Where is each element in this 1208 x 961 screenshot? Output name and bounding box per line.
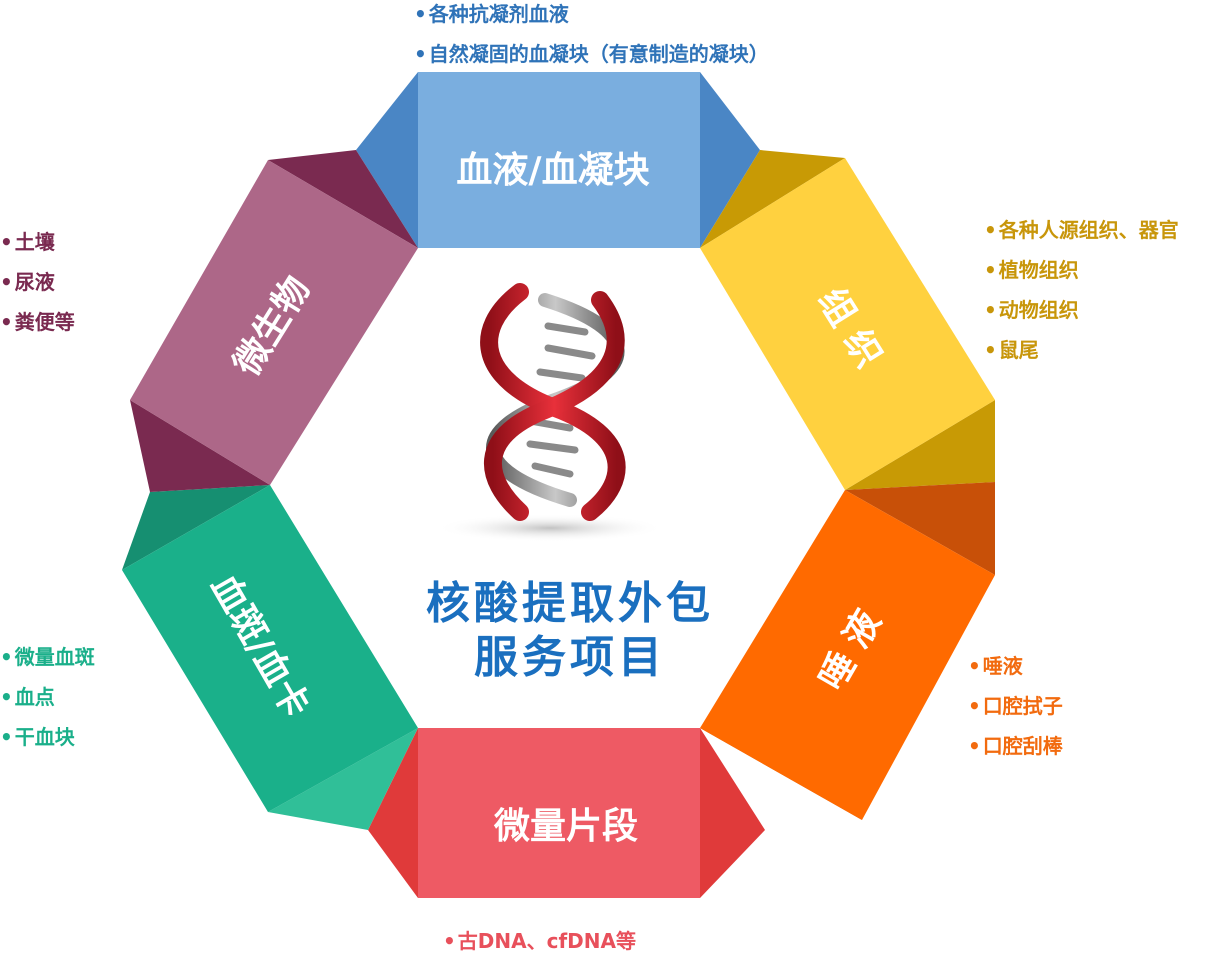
- panel-tissue-face: [700, 158, 995, 490]
- panel-tissue[interactable]: 组 织: [700, 150, 995, 490]
- bullet-item-blood: 自然凝固的血凝块（有意制造的凝块）: [414, 34, 769, 74]
- panel-spot[interactable]: 血斑/血卡: [122, 485, 418, 830]
- dna-red-strand-b: [483, 291, 625, 521]
- panel-saliva-face: [700, 490, 995, 820]
- panel-fragment-label: 微量片段: [493, 806, 638, 847]
- panel-microbe-top-fold: [268, 150, 418, 248]
- panel-microbe-bottom-fold: [130, 400, 270, 492]
- panel-blood[interactable]: 血液/血凝块: [356, 72, 760, 248]
- panel-saliva[interactable]: 唾 液: [700, 482, 995, 820]
- panel-spot-face: [122, 485, 418, 812]
- bullet-list-fragment: 古DNA、cfDNA等: [443, 921, 636, 961]
- bullet-item-fragment: 古DNA、cfDNA等: [443, 921, 636, 961]
- panel-blood-label: 血液/血凝块: [456, 150, 649, 191]
- center-title-line1: 核酸提取外包: [426, 578, 714, 629]
- panel-microbe[interactable]: 微生物: [130, 150, 418, 492]
- bullet-item-microbe: 土壤: [0, 222, 75, 262]
- panel-spot-bottom-fold: [268, 728, 418, 830]
- panel-tissue-top-fold: [700, 150, 845, 248]
- bullet-item-tissue: 鼠尾: [984, 330, 1179, 370]
- bullet-list-blood: 各种抗凝剂血液自然凝固的血凝块（有意制造的凝块）: [414, 0, 769, 74]
- bullet-item-tissue: 动物组织: [984, 290, 1179, 330]
- bullet-item-tissue: 各种人源组织、器官: [984, 210, 1179, 250]
- panel-fragment-right-fold: [700, 728, 765, 898]
- dna-shadow: [435, 514, 665, 542]
- bullet-item-spot: 微量血斑: [0, 637, 95, 677]
- bullet-item-tissue: 植物组织: [984, 250, 1179, 290]
- center-title-line2: 服务项目: [474, 632, 666, 683]
- dna-double-helix-icon: [435, 283, 665, 542]
- bullet-item-microbe: 粪便等: [0, 302, 75, 342]
- bullet-item-blood: 各种抗凝剂血液: [414, 0, 769, 34]
- panel-microbe-face: [130, 160, 418, 485]
- panel-blood-right-fold: [700, 72, 760, 248]
- bullet-list-saliva: 唾液口腔拭子口腔刮棒: [968, 646, 1063, 766]
- bullet-list-tissue: 各种人源组织、器官植物组织动物组织鼠尾: [984, 210, 1179, 370]
- panel-saliva-top-fold: [845, 482, 995, 575]
- bullet-item-microbe: 尿液: [0, 262, 75, 302]
- bullet-item-spot: 血点: [0, 677, 95, 717]
- bullet-item-saliva: 口腔刮棒: [968, 726, 1063, 766]
- panel-fragment[interactable]: 微量片段: [368, 728, 765, 898]
- bullet-list-microbe: 土壤尿液粪便等: [0, 222, 75, 342]
- panel-fragment-left-fold: [368, 728, 418, 898]
- bullet-list-spot: 微量血斑血点干血块: [0, 637, 95, 757]
- panel-blood-face: [418, 72, 700, 248]
- bullet-item-saliva: 唾液: [968, 646, 1063, 686]
- panel-blood-left-fold: [356, 72, 418, 248]
- panel-fragment-face: [418, 728, 700, 898]
- bullet-item-saliva: 口腔拭子: [968, 686, 1063, 726]
- bullet-item-spot: 干血块: [0, 717, 95, 757]
